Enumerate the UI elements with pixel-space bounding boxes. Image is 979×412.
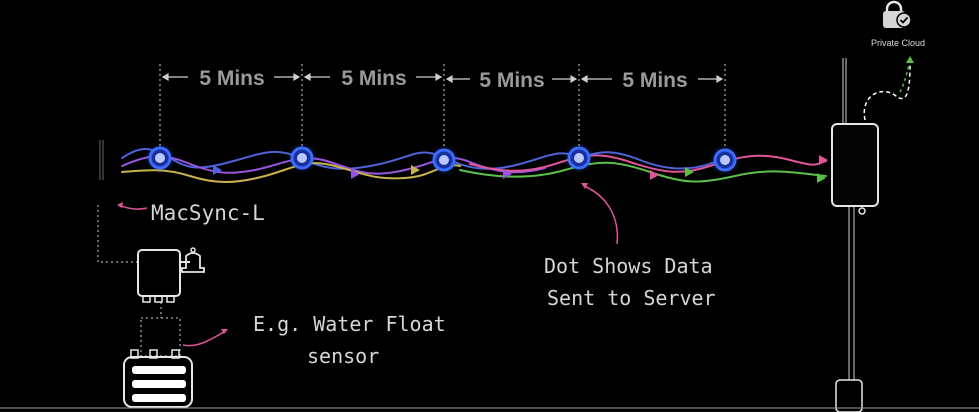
dot-label-line2: Sent to Server (547, 286, 716, 310)
timeline-markers (159, 64, 726, 148)
sensor-label-line1: E.g. Water Float (253, 312, 446, 336)
device-antenna-left (99, 140, 104, 180)
interval-label-4: 5 Mins (622, 69, 687, 92)
wave-blue-2 (579, 151, 716, 170)
signal-waves (121, 148, 827, 183)
receiver-pole (835, 58, 863, 412)
interval-label-1: 5 Mins (199, 67, 264, 90)
dot-label-line1: Dot Shows Data (544, 254, 713, 278)
wave-arrowheads (213, 155, 828, 183)
gateway-device-icon (137, 247, 205, 303)
dot-callout (581, 183, 619, 245)
cloud-label: Private Cloud (871, 38, 925, 48)
interval-label-2: 5 Mins (341, 67, 406, 90)
float-sensor-icon (123, 349, 193, 408)
sensor-label-line2: sensor (307, 344, 379, 368)
data-dots (144, 142, 741, 176)
data-dot-5 (709, 144, 741, 176)
device-label: MacSync-L (151, 201, 265, 225)
cloud-link (863, 56, 914, 121)
wave-pink (469, 154, 827, 173)
sensor-callout (182, 329, 228, 347)
interval-label-3: 5 Mins (479, 69, 544, 92)
macsync-callout (117, 202, 148, 210)
data-dot-2 (286, 142, 318, 174)
data-dot-1 (144, 142, 176, 174)
wave-blue (121, 148, 581, 170)
data-dot-4 (563, 142, 595, 174)
data-dot-3 (428, 144, 460, 176)
interval-arrows (161, 72, 724, 84)
receiver-device-icon (831, 123, 879, 215)
wave-green (459, 161, 827, 183)
wave-purple (121, 155, 546, 175)
lock-check-icon (883, 0, 912, 28)
